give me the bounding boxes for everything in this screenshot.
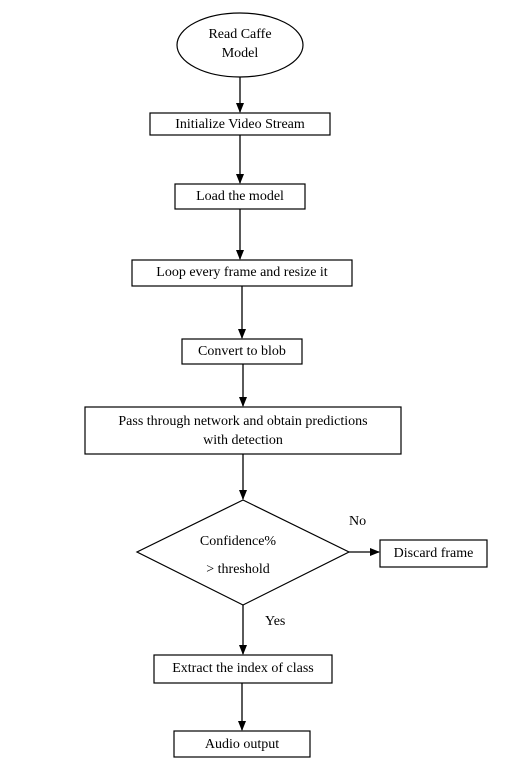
discard-node-shape xyxy=(379,539,488,568)
start-node-label-line-2: Model xyxy=(221,46,259,61)
loop-frames-node-label: Loop every frame and resize it xyxy=(156,265,328,280)
pass-network-node-label-line-1: Pass through network and obtain predicti… xyxy=(118,414,368,429)
edge-label-no: No xyxy=(349,514,367,529)
decision-node-label-line-1: Confidence% xyxy=(199,534,277,549)
convert-blob-node-shape xyxy=(181,338,303,365)
extract-index-node-shape xyxy=(153,654,333,684)
load-model-node-label: Load the model xyxy=(196,189,284,204)
pass-network-node-label-line-2: with detection xyxy=(203,433,283,448)
decision-node-label-line-2: > threshold xyxy=(206,562,270,577)
edge-label-yes: Yes xyxy=(265,614,286,629)
decision-node-shape xyxy=(135,499,351,606)
audio-output-node-label: Audio output xyxy=(204,737,280,752)
convert-blob-node-label: Convert to blob xyxy=(198,344,286,359)
extract-index-node-label: Extract the index of class xyxy=(172,661,314,676)
start-node-label: Read Caffe Model xyxy=(177,25,303,63)
discard-node-label: Discard frame xyxy=(393,546,474,561)
loop-frames-node-shape xyxy=(131,259,353,287)
pass-network-node-label: Pass through network and obtain predicti… xyxy=(85,412,401,450)
start-node-label-line-1: Read Caffe xyxy=(208,27,272,42)
pass-network-node-shape xyxy=(84,406,402,455)
audio-output-node-shape xyxy=(173,730,311,758)
init-stream-node-label: Initialize Video Stream xyxy=(175,117,305,132)
